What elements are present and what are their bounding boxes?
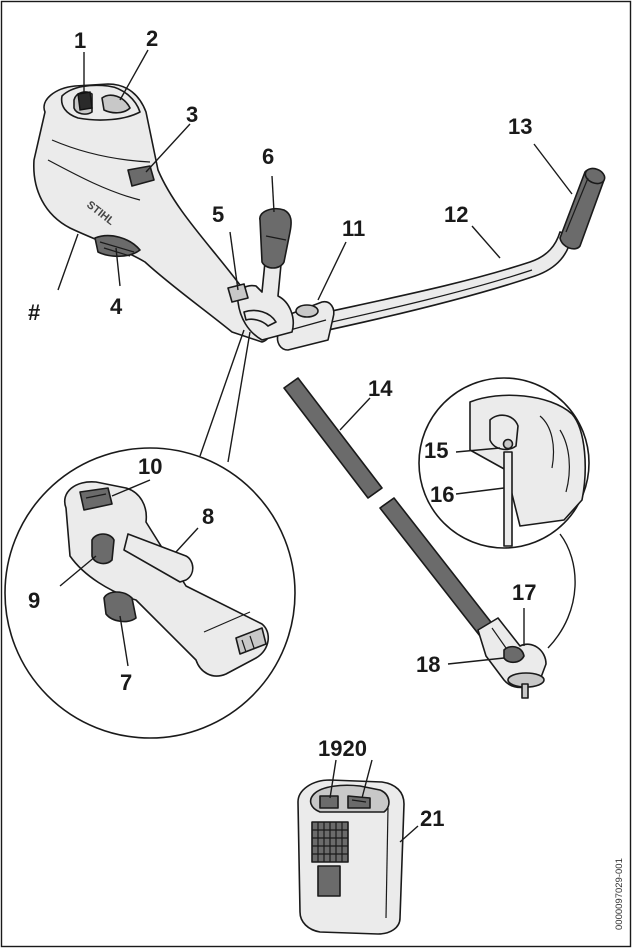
label-10: 10 — [138, 454, 162, 479]
label-hash: # — [28, 300, 40, 325]
label-19-20: 1920 — [318, 736, 367, 761]
gear-head — [477, 617, 547, 699]
label-18: 18 — [416, 652, 440, 677]
document-id: 0000097029-001 — [614, 858, 625, 930]
callout-leader-gearhead — [547, 533, 576, 649]
label-12: 12 — [444, 202, 468, 227]
label-11: 11 — [342, 216, 365, 241]
callout-leader-left — [199, 329, 245, 457]
label-6: 6 — [262, 144, 274, 169]
label-15: 15 — [424, 438, 448, 463]
label-2: 2 — [146, 26, 158, 51]
control-handle — [227, 207, 294, 341]
battery-pack — [297, 779, 405, 935]
label-14: 14 — [368, 376, 393, 401]
label-9: 9 — [28, 588, 40, 613]
drive-shaft — [283, 377, 495, 637]
handle-detail-drawing — [63, 481, 269, 677]
label-3: 3 — [186, 102, 198, 127]
handle-grip — [559, 167, 606, 250]
label-1: 1 — [74, 28, 86, 53]
bike-handle — [299, 231, 573, 336]
label-4: 4 — [110, 294, 123, 319]
label-13: 13 — [508, 114, 532, 139]
motor-housing — [33, 83, 273, 343]
label-5: 5 — [212, 202, 224, 227]
label-21: 21 — [420, 806, 444, 831]
battery-vent-grid — [311, 821, 349, 863]
callout-leader-right — [227, 331, 251, 463]
label-8: 8 — [202, 504, 214, 529]
leader-lines — [57, 49, 573, 843]
label-16: 16 — [430, 482, 454, 507]
label-17: 17 — [512, 580, 536, 605]
lock-detail-drawing — [469, 394, 586, 547]
label-7: 7 — [120, 670, 132, 695]
